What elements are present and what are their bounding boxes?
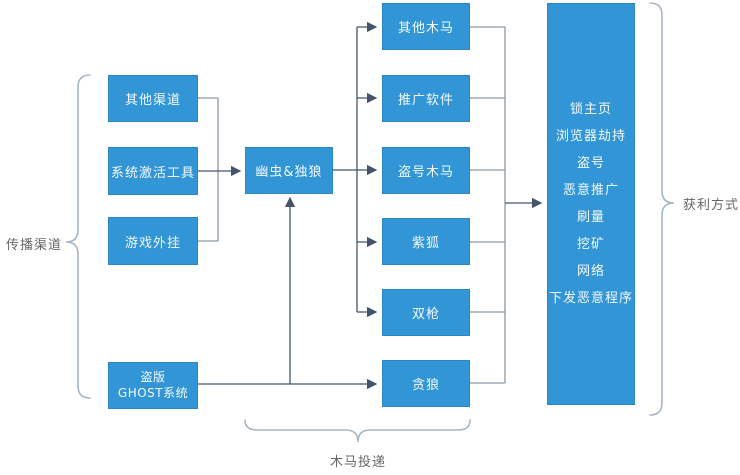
label-trojan-delivery: 木马投递 (329, 455, 386, 470)
node-youchong-dulang-loader: 幽虫&独狼 (245, 147, 333, 194)
profit-item-malicious-promotion: 恶意推广 (562, 183, 619, 198)
bracket-trojan-delivery (244, 419, 471, 443)
node-pirated-ghost-line2: GHOST系统 (117, 385, 189, 400)
node-promotion-software: 推广软件 (382, 75, 470, 122)
node-purple-fox: 紫狐 (382, 218, 470, 265)
node-pirated-ghost-line1: 盗版 (140, 369, 166, 384)
node-pirated-ghost-system: 盗版 GHOST系统 (108, 362, 198, 409)
profit-item-account-theft: 盗号 (576, 156, 605, 171)
label-profit-methods: 获利方式 (682, 198, 739, 213)
profit-item-browser-hijack: 浏览器劫持 (555, 129, 626, 144)
profit-item-deliver-malware: 下发恶意程序 (548, 291, 633, 306)
profit-item-lock-homepage: 锁主页 (569, 102, 612, 117)
profit-item-traffic-fraud: 刷量 (576, 210, 605, 225)
profit-item-mining: 挖矿 (576, 237, 605, 252)
node-account-stealing-trojan: 盗号木马 (382, 147, 470, 194)
label-spread-channels: 传播渠道 (6, 238, 63, 253)
node-other-trojans: 其他木马 (382, 3, 470, 50)
bracket-spread-channels (65, 74, 91, 399)
node-double-gun: 双枪 (382, 289, 470, 336)
profit-item-network: 网络 (576, 264, 605, 279)
node-profit-methods-box: 锁主页 浏览器劫持 盗号 恶意推广 刷量 挖矿 网络 下发恶意程序 (547, 3, 635, 405)
node-greedy-wolf: 贪狼 (382, 360, 470, 407)
bracket-profit-methods (649, 2, 675, 416)
node-system-activation-tools: 系统激活工具 (108, 147, 198, 195)
node-other-channels: 其他渠道 (108, 75, 198, 122)
node-game-cheats: 游戏外挂 (108, 217, 198, 265)
